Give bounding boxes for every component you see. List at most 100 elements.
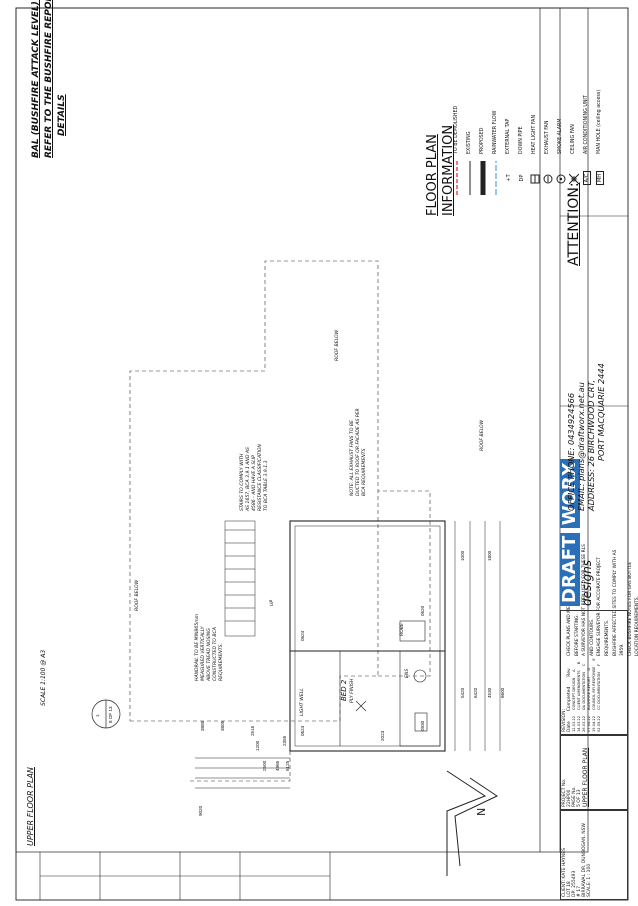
- legend-row: EXHAUST FAN: [541, 16, 554, 196]
- legend-row: PROPOSED: [476, 16, 489, 196]
- dim-5125: 5125: [285, 760, 290, 771]
- up-label: UP: [270, 599, 275, 606]
- dim-1000: 1000: [460, 550, 465, 561]
- bed-x-marker: [355, 700, 367, 712]
- ens-label: ENS: [405, 668, 410, 678]
- address-line-2: PORT MACQUARIE 2444: [596, 363, 606, 461]
- dim-2500: 2500: [262, 760, 267, 771]
- light-well-label: LIGHT WELL: [300, 688, 305, 716]
- scale-label: SCALE:: [587, 881, 592, 897]
- legend-row: A/C AIR CONDITIONING UNIT: [580, 16, 593, 196]
- upper-floor-walls: [289, 520, 446, 752]
- legend-label: DOWN PIPE: [519, 126, 524, 154]
- project-cell: PROJECT No. 22HP00 PAGE No. 5 OF 13 UPPE…: [560, 735, 628, 810]
- handrail-note: HANDRAIL TO BE MIN865mm MEASURED VERTICA…: [195, 613, 224, 681]
- phone-label: OFFICE PHONE:: [566, 447, 576, 511]
- heat-light-icon: [530, 160, 540, 196]
- dim-1200: 1200: [255, 740, 260, 751]
- window-tag-3: 0620: [420, 605, 425, 616]
- sheet-title: UPPER FLOOR PLAN: [582, 747, 589, 807]
- legend-row: RAINWATER FLOW: [489, 16, 502, 196]
- dim-6600: 6600: [500, 687, 505, 698]
- roof-below-label-3: ROOF BELOW: [480, 419, 485, 451]
- dim-2355: 2355: [282, 735, 287, 746]
- legend-label: EXTERNAL TAP: [506, 118, 511, 154]
- legend-label: AIR CONDITIONING UNIT: [584, 95, 589, 154]
- phone-value[interactable]: 0434924566: [566, 392, 576, 446]
- rainwater-icon: [491, 160, 501, 196]
- legend-label: TO BE DEMOLISHED: [454, 105, 459, 154]
- legend-row: DP DOWN PIPE: [515, 16, 528, 196]
- ceiling-fan-icon: [568, 160, 579, 196]
- legend-list: TO BE DEMOLISHED EXISTING PROPOSED RAINWATE…: [450, 16, 606, 196]
- legend-label: SMOKE ALARM: [558, 118, 563, 154]
- dim-3885: 3885: [200, 720, 205, 731]
- dim-5420: 5420: [460, 687, 465, 698]
- existing-icon: [465, 160, 475, 196]
- email-label: EMAIL:: [576, 483, 586, 511]
- dim-9020: 9020: [198, 805, 203, 816]
- man-hole-icon: MH: [595, 160, 605, 196]
- window-tag-4: 0930: [420, 720, 425, 731]
- roof-below-label-1: ROOF BELOW: [135, 579, 140, 611]
- contact-block: OFFICE PHONE: 0434924566 EMAIL: plans@dr…: [566, 363, 606, 511]
- window-tag-2: 0624: [300, 725, 305, 736]
- legend-label: MAN HOLE (ceiling access): [597, 89, 602, 154]
- legend-label: HEAT LIGHT FAN: [532, 114, 537, 154]
- legend-row: SMOKE ALARM: [554, 16, 567, 196]
- client-value: KATE HAYNES: [562, 848, 567, 879]
- svg-text:N: N: [475, 808, 488, 816]
- brand-line-3: designs: [580, 559, 594, 606]
- north-arrow: N: [446, 770, 499, 876]
- dim-6420: 6420: [473, 687, 478, 698]
- scale-value: 1 : 100: [587, 863, 592, 880]
- proposed-icon: [478, 160, 488, 196]
- ext-tap-icon: +T: [505, 174, 512, 182]
- legend-row: CEILING FAN: [567, 16, 580, 196]
- dim-3805: 3805: [220, 720, 225, 731]
- title-block: CLIENT: KATE HAYNES LOT 18 DP: 255493 # …: [560, 610, 628, 900]
- stair-treads: [224, 520, 256, 637]
- section-marker: [91, 699, 121, 729]
- legend-row: TO BE DEMOLISHED: [450, 16, 463, 196]
- dim-2515: 2515: [250, 725, 255, 736]
- legend-row: MH MAN HOLE (ceiling access): [593, 16, 606, 196]
- robe-label: ROBE: [400, 623, 405, 636]
- stairs-note: STAIRS TO COMPLY WITH AS 1657, BCA 3.9.1…: [240, 444, 269, 511]
- fp-heading-1: FLOOR PLAN: [425, 134, 440, 216]
- section-marker-ref: 8 OF 13: [108, 706, 113, 723]
- window-tag-1: 0624: [300, 630, 305, 641]
- legend-label: CEILING FAN: [571, 124, 576, 154]
- legend-row: +T EXTERNAL TAP: [502, 16, 515, 196]
- brand-line-1: DRAFT: [559, 532, 580, 606]
- address-label: ADDRESS:: [586, 469, 596, 511]
- bed-finish: PLY FINISH: [350, 678, 355, 703]
- legend-row: EXISTING: [463, 16, 476, 196]
- dim-4530: 4530: [487, 687, 492, 698]
- legend-label: PROPOSED: [480, 127, 485, 154]
- dim-1800: 1800: [487, 550, 492, 561]
- window-tag-5: 2023: [380, 730, 385, 741]
- brand-logo: DRAFT WORX designs: [559, 459, 626, 606]
- bed-label: BED 2: [340, 679, 348, 701]
- ensuite-fixtures: [399, 620, 441, 747]
- left-dimension-lines: [195, 757, 290, 789]
- legend-label: RAINWATER FLOW: [493, 110, 498, 154]
- exhaust-note: NOTE: ALL EXHAUST FANS TO BE DUCTED TO R…: [350, 408, 367, 496]
- smoke-alarm-icon: [556, 160, 566, 196]
- demolish-icon: [452, 160, 462, 196]
- ac-unit-icon: A/C: [582, 160, 592, 196]
- client-cell: CLIENT: KATE HAYNES LOT 18 DP: 255493 # …: [560, 810, 628, 900]
- bottom-dimension-lines: [454, 521, 501, 751]
- email-value[interactable]: plans@draftworx.net.au: [576, 382, 586, 481]
- down-pipe-icon: DP: [518, 174, 525, 182]
- legend-label: EXISTING: [467, 131, 472, 154]
- dim-4965: 4965: [275, 760, 280, 771]
